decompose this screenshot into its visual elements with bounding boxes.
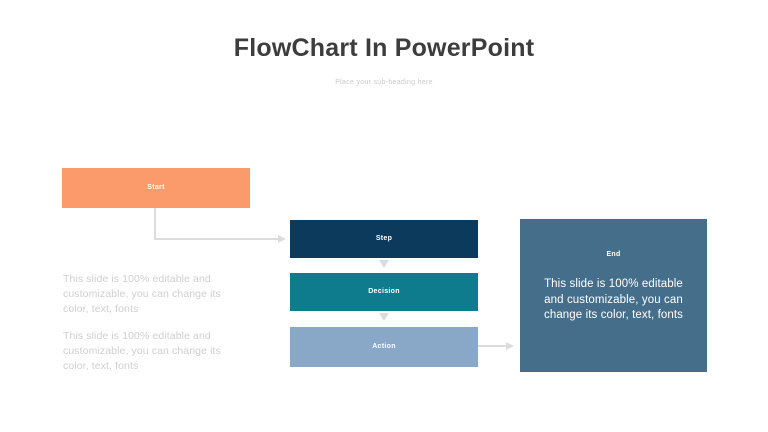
arrowhead-right-icon [278,235,286,243]
flow-node-start-label: Start [147,183,165,191]
description-text-1: This slide is 100% editable and customiz… [63,273,221,316]
flow-node-start[interactable]: Start [62,168,250,208]
page-subtitle: Place your sub-heading here [335,79,433,86]
connector-start-to-step-horizontal [154,238,278,240]
description-text-2: This slide is 100% editable and customiz… [63,330,221,373]
arrowhead-right-icon [506,342,514,350]
flow-node-step-label: Step [375,234,393,242]
flow-node-end-label: End [606,251,621,258]
arrowhead-down-icon [379,313,389,321]
flow-node-step[interactable]: Step [290,220,478,258]
flow-node-action[interactable]: Action [290,327,478,367]
connector-action-to-end [478,345,512,347]
flow-node-end-body: This slide is 100% editable and customiz… [543,278,684,322]
flow-node-action-label: Action [372,342,396,350]
page-title: FlowChart In PowerPoint [233,34,535,62]
flow-node-decision[interactable]: Decision [290,273,478,311]
arrowhead-down-icon [379,260,389,268]
connector-start-to-step-vertical [154,208,156,240]
flow-node-decision-label: Decision [368,287,400,295]
flow-node-end[interactable]: End This slide is 100% editable and cust… [520,219,707,372]
